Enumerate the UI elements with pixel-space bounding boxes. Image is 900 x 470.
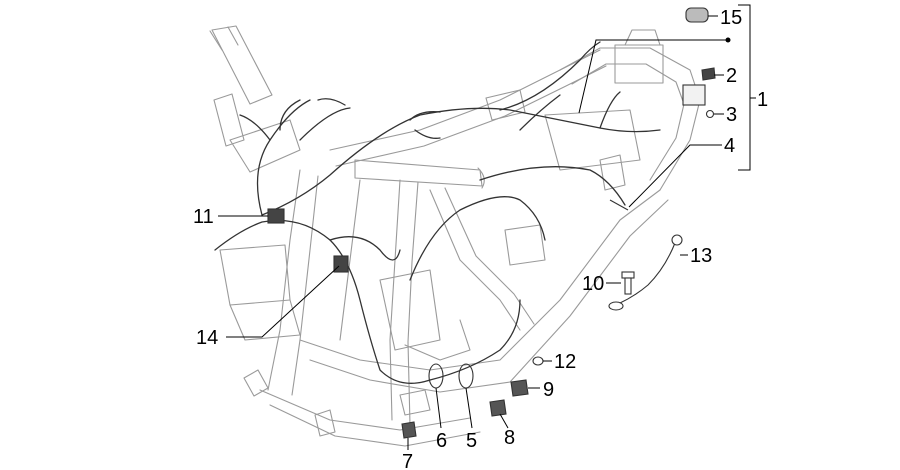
handlebar-tube <box>211 25 273 105</box>
handlebar-tube-end <box>209 26 239 51</box>
rear-pivot <box>485 89 526 121</box>
harness-left-leads <box>239 98 346 141</box>
part-relay-box <box>682 84 706 106</box>
harness-loop-left <box>214 219 431 384</box>
center-post-right <box>407 181 419 426</box>
callout-13: 13 <box>690 245 712 267</box>
callout-5: 5 <box>466 430 477 452</box>
callout-8: 8 <box>504 427 515 449</box>
callout-labels: 15 1 2 3 4 13 10 12 9 8 6 5 7 11 14 <box>193 7 768 470</box>
front-foot <box>243 369 269 397</box>
part-7-clamp <box>401 421 417 439</box>
callout-9: 9 <box>543 379 554 401</box>
harness-rear-branch <box>499 41 601 111</box>
leader-top-dot <box>725 37 731 43</box>
leader-5 <box>465 387 473 429</box>
rear-loop-inner <box>571 63 685 181</box>
leader-lines <box>218 4 756 450</box>
part-13-lug-bottom <box>608 301 624 311</box>
front-bracket-plate <box>219 244 291 306</box>
harness-dash-branch <box>299 107 351 141</box>
front-down-tube-right <box>291 175 319 396</box>
harness-right-run <box>479 166 626 206</box>
part-6-ring <box>428 363 444 389</box>
scooter-frame <box>209 25 701 447</box>
seat-bracket-tab <box>624 29 661 46</box>
battery-tray <box>544 109 641 171</box>
leader-14 <box>226 265 340 338</box>
part-11-connector <box>267 208 285 224</box>
callout-10: 10 <box>582 273 604 295</box>
seat-bracket <box>614 44 664 84</box>
part-12-grommet <box>532 356 544 366</box>
part-10-bolt-head <box>621 271 635 279</box>
steering-bracket <box>229 119 301 173</box>
center-post-left <box>389 179 401 421</box>
callout-2: 2 <box>726 65 737 87</box>
floor-tube-left <box>299 189 661 371</box>
harness-top-leads <box>519 91 621 131</box>
center-foot <box>399 389 431 416</box>
harness-lower-run <box>329 236 401 261</box>
part-13-lug-top <box>671 234 683 246</box>
harness-rear-lower <box>429 299 521 381</box>
diagonal-tube-b <box>444 187 535 325</box>
part-14-connector <box>333 255 349 273</box>
parts <box>267 7 716 439</box>
part-9-clamp <box>510 379 529 397</box>
callout-3: 3 <box>726 104 737 126</box>
callout-12: 12 <box>554 351 576 373</box>
front-bracket-plate-2 <box>229 299 301 341</box>
harness-small-leads <box>409 111 441 139</box>
leader-6 <box>435 387 442 429</box>
rear-loop-outer <box>559 47 701 191</box>
main-tube-upper-2 <box>335 65 607 167</box>
steering-head <box>213 93 245 147</box>
cross-tube <box>354 159 483 187</box>
harness-center-run <box>409 196 546 281</box>
leader-8 <box>499 413 509 429</box>
diagonal-tube-c <box>339 179 361 341</box>
callout-7: 7 <box>402 451 413 470</box>
engine-mount-2 <box>404 319 471 361</box>
callout-14: 14 <box>196 327 218 349</box>
part-10-bolt-shank <box>624 277 632 295</box>
rear-foot <box>314 409 336 437</box>
wiring-harness <box>214 41 661 384</box>
diagonal-tube-a <box>429 189 521 331</box>
callout-15: 15 <box>720 7 742 29</box>
part-2-clip <box>701 67 716 81</box>
part-13-cable <box>619 242 676 304</box>
cross-tube-ring <box>477 167 485 189</box>
lower-tube-right <box>269 404 481 447</box>
lower-tube-left <box>259 389 471 431</box>
side-bracket-mid <box>504 224 546 266</box>
leader-4 <box>628 144 722 208</box>
part-3-washer <box>705 109 715 119</box>
part-15-cap <box>685 7 709 23</box>
callout-1: 1 <box>757 89 768 111</box>
floor-tube-right <box>309 199 669 393</box>
callout-6: 6 <box>436 430 447 452</box>
front-down-tube-left <box>267 169 301 391</box>
part-8-clamp <box>489 399 507 417</box>
callout-11: 11 <box>193 206 214 228</box>
part-4-lead <box>609 199 629 211</box>
callout-4: 4 <box>724 135 735 157</box>
leader-top-harness <box>578 39 728 114</box>
leader-1-bracket <box>738 4 751 171</box>
side-bracket-right <box>599 154 626 191</box>
main-tube-upper <box>329 49 601 151</box>
